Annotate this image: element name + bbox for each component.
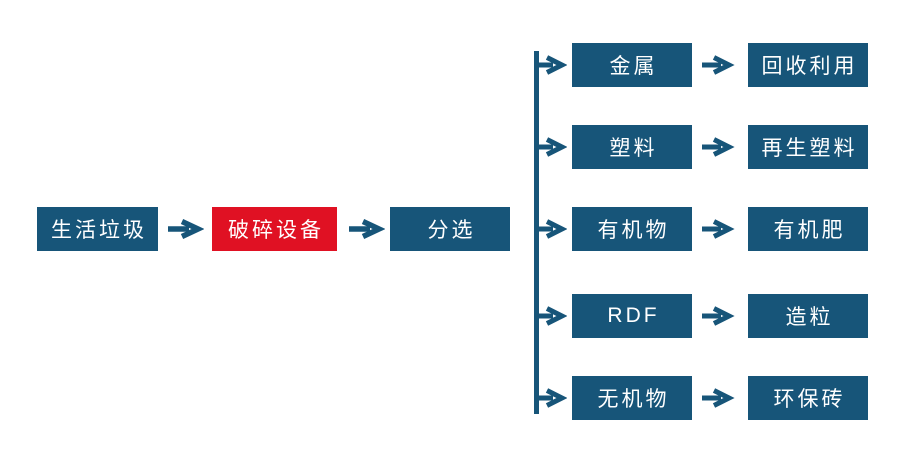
node-eco-brick: 环保砖	[748, 376, 868, 420]
arrow-right-icon	[702, 306, 735, 326]
node-metal: 金属	[572, 43, 692, 87]
arrow-right-icon	[539, 219, 567, 239]
branch-row: 有机物 有机肥	[539, 207, 868, 251]
node-crushing-equipment: 破碎设备	[212, 207, 337, 251]
node-plastic: 塑料	[572, 125, 692, 169]
node-recycling: 回收利用	[748, 43, 868, 87]
branch-row: RDF 造粒	[539, 294, 868, 338]
branch-row: 无机物 环保砖	[539, 376, 868, 420]
arrow-right-icon	[349, 219, 385, 239]
arrow-right-icon	[539, 137, 567, 157]
branch-row: 金属 回收利用	[539, 43, 868, 87]
arrow-right-icon	[702, 219, 735, 239]
node-recycled-plastic: 再生塑料	[748, 125, 868, 169]
arrow-right-icon	[539, 306, 567, 326]
arrow-right-icon	[539, 388, 567, 408]
arrow-right-icon	[702, 388, 735, 408]
arrow-right-icon	[168, 219, 204, 239]
node-rdf: RDF	[572, 294, 692, 338]
branch-connector-line	[534, 51, 539, 414]
node-household-waste: 生活垃圾	[37, 207, 158, 251]
branch-row: 塑料 再生塑料	[539, 125, 868, 169]
arrow-right-icon	[702, 137, 735, 157]
node-organic-fertilizer: 有机肥	[748, 207, 868, 251]
node-granulation: 造粒	[748, 294, 868, 338]
node-sorting: 分选	[390, 207, 510, 251]
node-organic-matter: 有机物	[572, 207, 692, 251]
arrow-right-icon	[539, 55, 567, 75]
node-inorganic-matter: 无机物	[572, 376, 692, 420]
arrow-right-icon	[702, 55, 735, 75]
